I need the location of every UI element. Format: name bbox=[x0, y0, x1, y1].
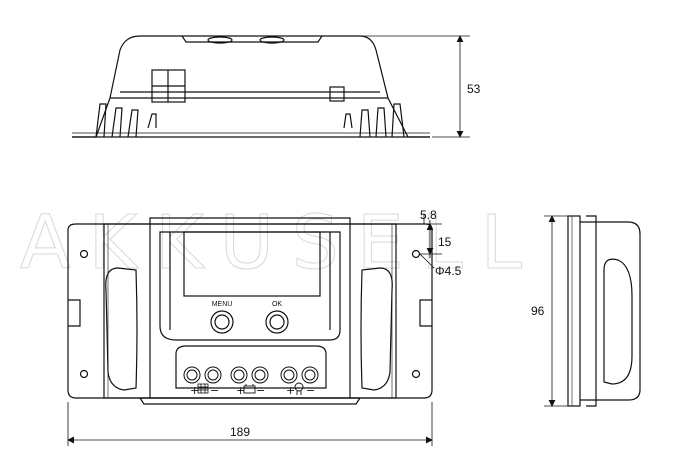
top-view bbox=[72, 35, 430, 138]
dimension-label-15: 15 bbox=[438, 235, 452, 249]
dimension-label-96: 96 bbox=[531, 304, 545, 318]
solar-plus: + bbox=[190, 384, 199, 397]
dimension-label-189: 189 bbox=[230, 425, 250, 439]
dimension-label-5-8: 5.8 bbox=[420, 208, 437, 222]
load-plus: + bbox=[286, 384, 295, 397]
dimension-label-hole-diameter: Φ4.5 bbox=[435, 264, 462, 278]
ok-button-label: OK bbox=[272, 301, 282, 308]
hole-dimensions bbox=[414, 214, 442, 269]
dimension-53 bbox=[320, 35, 470, 138]
dimension-189 bbox=[67, 402, 433, 446]
ok-button[interactable] bbox=[265, 310, 289, 334]
front-view bbox=[67, 217, 433, 405]
lamp-icon bbox=[294, 382, 304, 395]
dimension-96 bbox=[544, 215, 568, 407]
solar-panel-icon bbox=[197, 383, 209, 394]
menu-button[interactable] bbox=[210, 310, 234, 334]
battery-icon bbox=[243, 384, 256, 394]
battery-plus: + bbox=[236, 384, 245, 397]
watermark: AKKUSELL bbox=[20, 200, 540, 286]
terminal-screws bbox=[183, 366, 319, 384]
solar-minus: − bbox=[210, 384, 219, 397]
dimension-label-53: 53 bbox=[467, 82, 481, 96]
menu-button-label: MENU bbox=[212, 301, 233, 308]
load-minus: − bbox=[306, 384, 315, 397]
battery-minus: − bbox=[256, 384, 265, 397]
side-view bbox=[567, 215, 641, 407]
